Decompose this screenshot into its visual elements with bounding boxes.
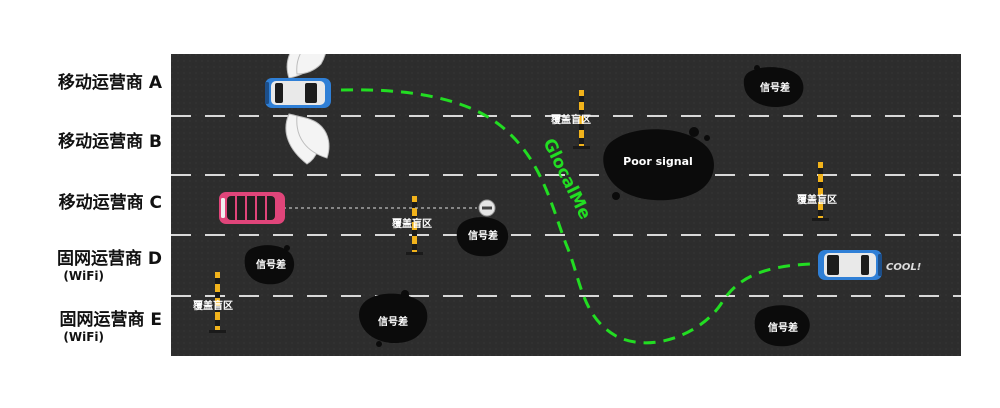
lane-label-b: 移动运营商 B	[58, 132, 162, 152]
cool-text: COOL!	[886, 262, 921, 273]
glocalme-route	[340, 88, 812, 345]
barrier-4: 覆盖盲区	[193, 272, 233, 333]
lane-label-a: 移动运营商 A	[57, 73, 162, 93]
weak-signal-label-2: 信号差	[468, 229, 498, 242]
weak-signal-blot-bottom-right: 信号差	[754, 305, 810, 347]
barrier-1: 覆盖盲区	[551, 90, 591, 149]
road-diagram: Poor signal 信号差 信号差 信号差 信号差 信号差 覆盖盲区 覆盖盲…	[171, 54, 961, 356]
weak-signal-blot-top-right: 信号差	[743, 65, 804, 108]
barrier-3: 覆盖盲区	[797, 162, 837, 221]
weak-signal-label-5: 信号差	[768, 321, 798, 334]
blind-zone-label-2: 覆盖盲区	[392, 217, 432, 230]
blind-zone-label-4: 覆盖盲区	[193, 299, 233, 312]
weak-signal-label-1: 信号差	[760, 81, 790, 94]
weak-signal-blot-bottom: 信号差	[359, 290, 428, 347]
weak-signal-label-3: 信号差	[256, 258, 286, 271]
blind-zone-label-3: 覆盖盲区	[797, 193, 837, 206]
poor-signal-label: Poor signal	[623, 155, 693, 168]
car-c-pink	[219, 192, 285, 224]
lane-label-c: 移动运营商 C	[58, 193, 162, 213]
stalled-marker	[478, 199, 496, 217]
weak-signal-blot-left: 信号差	[244, 245, 295, 285]
blind-zone-label-1: 覆盖盲区	[551, 113, 591, 126]
lane-label-e: 固网运营商 E(WiFi)	[59, 310, 162, 344]
weak-signal-blot-center: 信号差	[456, 217, 509, 257]
car-a-blue	[265, 78, 331, 108]
car-end-blue	[818, 250, 882, 280]
angel-wings	[285, 54, 330, 165]
poor-signal-blot: Poor signal	[603, 127, 714, 201]
lane-label-d: 固网运营商 D(WiFi)	[56, 249, 162, 283]
weak-signal-label-4: 信号差	[378, 315, 408, 328]
barrier-2: 覆盖盲区	[392, 196, 432, 255]
lane-dividers	[171, 115, 961, 297]
